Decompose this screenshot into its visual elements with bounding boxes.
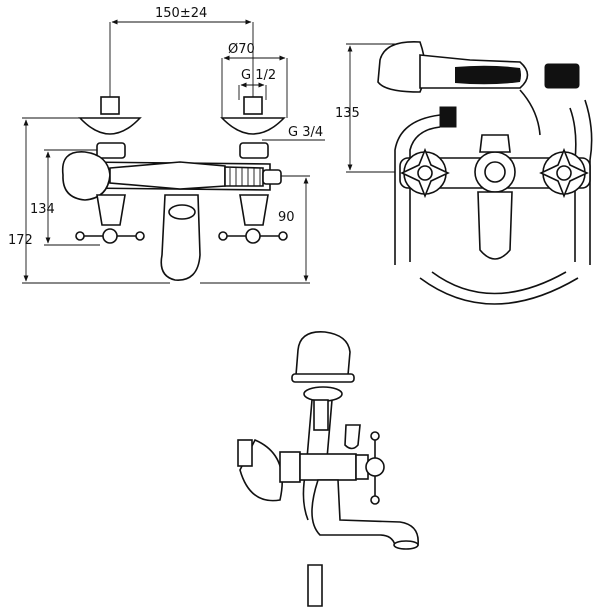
top-hose-connector [439,106,457,128]
top-shower-head [377,41,426,93]
side-holder-stem [313,399,329,431]
dim-outlet-thread: G 3/4 [262,125,325,141]
dim-heights-left: 134 172 [8,117,170,284]
shower-holder-knob [61,151,111,201]
side-cross-handle [355,431,385,505]
side-view [237,331,419,607]
dim-diameter: Ø70 G 1/2 [221,42,288,118]
label-height-135: 135 [335,106,360,121]
top-grip-knurl [544,63,580,89]
side-lever [344,424,361,450]
label-height-172: 172 [8,233,33,248]
top-view: 135 [335,41,593,305]
right-cross-handle [218,194,288,244]
label-height-90: 90 [278,210,295,225]
label-center-spacing: 150±24 [155,6,207,21]
front-view: 150±24 Ø70 G 1/2 G 3/4 134 172 [8,6,325,284]
right-nut [239,142,269,159]
label-inlet-thread: G 1/2 [241,68,276,83]
side-body [299,453,357,481]
hand-shower-grip [224,166,264,187]
left-cross-handle [75,194,145,244]
top-hose-arc-inner [431,271,567,295]
side-shower-face [291,373,355,383]
top-right-cross [539,147,589,199]
left-nut [96,142,126,159]
hand-shower-end [262,169,282,185]
left-wall-flange [78,117,142,135]
dim-height-135: 135 [335,43,410,173]
side-shower-neck [303,386,343,402]
right-inlet-connector [243,96,263,115]
side-nut [279,451,301,483]
side-wall-connector [237,439,253,467]
top-hose-right [584,99,593,265]
spout-collar [168,204,196,220]
left-inlet-connector [100,96,120,115]
top-hose-hook [519,89,541,136]
top-spout [477,191,513,260]
top-diverter-knob [479,134,511,153]
side-spout-tip [393,540,419,550]
label-diameter: Ø70 [228,42,255,57]
right-wall-flange [220,117,286,135]
side-spout [311,479,419,546]
top-hose-arc-outer [419,277,579,305]
top-left-cross [400,147,450,199]
grip-knurling [229,168,261,186]
side-hose-bottom [307,564,323,607]
hand-shower-handle [109,161,226,190]
top-handle-insert [455,65,521,85]
dim-center-spacing: 150±24 [109,6,254,100]
side-shower-head [295,331,351,376]
top-hose-left [394,114,441,265]
top-diverter-cap [484,161,506,183]
top-hose-left-inner [409,126,441,262]
label-height-134: 134 [30,202,55,217]
label-outlet-thread: G 3/4 [288,125,323,140]
